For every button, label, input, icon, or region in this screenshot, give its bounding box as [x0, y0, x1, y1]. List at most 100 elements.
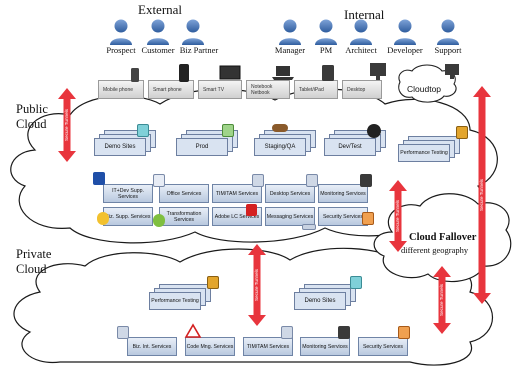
people-icons	[110, 19, 459, 45]
desktop-icon	[370, 63, 386, 80]
person-label-manager: Manager	[274, 45, 306, 55]
secure-tunnel-arrow-fallover-shape	[389, 180, 407, 252]
fallover-cloud-title-line2: different geography	[401, 245, 469, 255]
refresh-icon	[153, 214, 165, 227]
cloudtop-shape	[398, 64, 457, 103]
person-label-architect: Architect	[345, 45, 377, 55]
secure-tunnel-arrow-left-shape	[58, 88, 76, 162]
stack-prod: Prod	[176, 130, 238, 156]
warning-triangle-icon	[184, 323, 202, 338]
private-cloud-title-line2: Cloud	[16, 262, 47, 276]
svc-private-monitoring: Monitoring Services	[300, 337, 350, 356]
secure-tunnel-arrow-fallover-label: Secure Tunnels	[395, 199, 400, 232]
padlock-icon	[362, 212, 374, 225]
svc-tim-tam: TIM/TAM Services	[212, 184, 262, 203]
svc-messaging: Messaging Services	[265, 207, 315, 226]
device-tablet: Tablet/iPad	[294, 80, 338, 99]
monitoring-icon	[360, 174, 372, 187]
device-smart-tv: Smart TV	[198, 80, 242, 99]
bug-icon	[367, 124, 381, 138]
public-cloud-title-line2: Cloud	[16, 117, 47, 131]
svc-it-dev-support: IT+Dev Supp. Services	[103, 184, 153, 203]
private-monitor-screen-icon	[350, 276, 362, 289]
fallover-cloud-title-line1: Cloud Fallover	[409, 232, 477, 243]
person-icon-support	[437, 19, 459, 45]
internal-group-title: Internal	[344, 7, 385, 22]
stack-private-performance-testing: Performance Testing	[149, 284, 211, 310]
secure-tunnel-arrow-center-shape	[248, 244, 266, 326]
person-icon-developer	[394, 19, 416, 45]
svc-biz-support: Biz. Supp. Services	[103, 207, 153, 226]
person-label-prospect: Prospect	[106, 45, 136, 55]
person-icon-pm	[315, 19, 337, 45]
secure-tunnel-arrow-left: Secure Tunnels	[58, 88, 76, 162]
mobile-phone-icon	[131, 68, 139, 82]
document-icon	[153, 174, 165, 187]
svc-transformation: Transformation Services	[159, 207, 209, 226]
secure-tunnel-arrow-center-label: Secure Tunnels	[254, 268, 259, 301]
cloudtop-label: Cloudtop	[407, 84, 442, 94]
person-icon-biz-partner	[182, 19, 204, 45]
smart-phone-icon	[179, 64, 189, 82]
private-cloud-title-line1: Private	[16, 247, 52, 261]
message-icon	[302, 224, 316, 230]
svc-monitoring: Monitoring Services	[318, 184, 368, 203]
private-user-group-icon	[281, 326, 293, 339]
private-padlock-icon	[398, 326, 410, 339]
private-monitoring-icon	[338, 326, 350, 339]
person-icon-architect	[350, 19, 372, 45]
secure-tunnel-arrow-right: Secure Tunnels	[473, 86, 491, 304]
tablet-icon	[322, 65, 334, 81]
bi-report-icon	[117, 326, 129, 339]
cloudtop-icon	[445, 64, 459, 79]
stack-private-demo-sites: Demo Sites	[294, 284, 356, 310]
external-group-title: External	[138, 2, 183, 17]
device-smart-phone: Smart phone	[148, 80, 194, 99]
svc-private-tim-tam: TIM/TAM Services	[243, 337, 293, 356]
svc-office: Office Services	[159, 184, 209, 203]
person-icon-prospect	[110, 19, 132, 45]
svc-private-biz-int: Biz. Int. Services	[127, 337, 177, 356]
secure-tunnel-arrow-left-label: Secure Tunnels	[64, 108, 69, 141]
secure-tunnel-arrow-right-label: Secure Tunnels	[479, 178, 484, 211]
svc-desktop: Desktop Services	[265, 184, 315, 203]
stopwatch-icon	[456, 126, 468, 139]
private-stopwatch-icon	[207, 276, 219, 289]
fallover-cloud-shape	[373, 193, 512, 283]
secure-tunnel-arrow-bottom: Secure Tunnels	[433, 266, 451, 334]
svc-private-code-mng: Code Mng. Services	[185, 337, 235, 356]
secure-tunnel-arrow-center: Secure Tunnels	[248, 244, 266, 326]
stack-staging-qa: Staging/QA	[254, 130, 316, 156]
svc-private-security: Security Services	[358, 337, 408, 356]
secure-tunnel-arrow-right-shape	[473, 86, 491, 304]
wrench-icon	[272, 124, 288, 132]
svc-security: Security Services	[318, 207, 368, 226]
person-icon-customer	[147, 19, 169, 45]
secure-tunnel-arrow-fallover: Secure Tunnels	[389, 180, 407, 252]
person-label-biz-partner: Biz Partner	[179, 45, 219, 55]
notebook-icon	[272, 66, 294, 80]
device-desktop: Desktop	[342, 80, 382, 99]
coins-icon	[97, 212, 109, 225]
chart-screen-icon	[222, 124, 234, 137]
secure-tunnel-arrow-bottom-shape	[433, 266, 451, 334]
monitor-screen-icon	[137, 124, 149, 137]
secure-tunnel-arrow-bottom-label: Secure Tunnels	[439, 283, 444, 316]
person-icon-manager	[279, 19, 301, 45]
person-label-pm: PM	[319, 45, 333, 55]
person-label-support: Support	[434, 45, 462, 55]
stack-performance-testing: Performance Testing	[398, 136, 460, 162]
info-icon	[93, 172, 105, 185]
person-label-customer: Customer	[141, 45, 175, 55]
device-icons	[131, 63, 459, 82]
device-notebook: Notebook Netbook	[246, 80, 290, 99]
public-cloud-title-line1: Public	[16, 102, 48, 116]
smart-tv-icon	[219, 65, 241, 80]
desktop-service-icon	[306, 174, 318, 187]
adobe-icon	[246, 204, 257, 216]
device-mobile-phone: Mobile phone	[98, 80, 144, 99]
user-group-icon	[252, 174, 264, 187]
